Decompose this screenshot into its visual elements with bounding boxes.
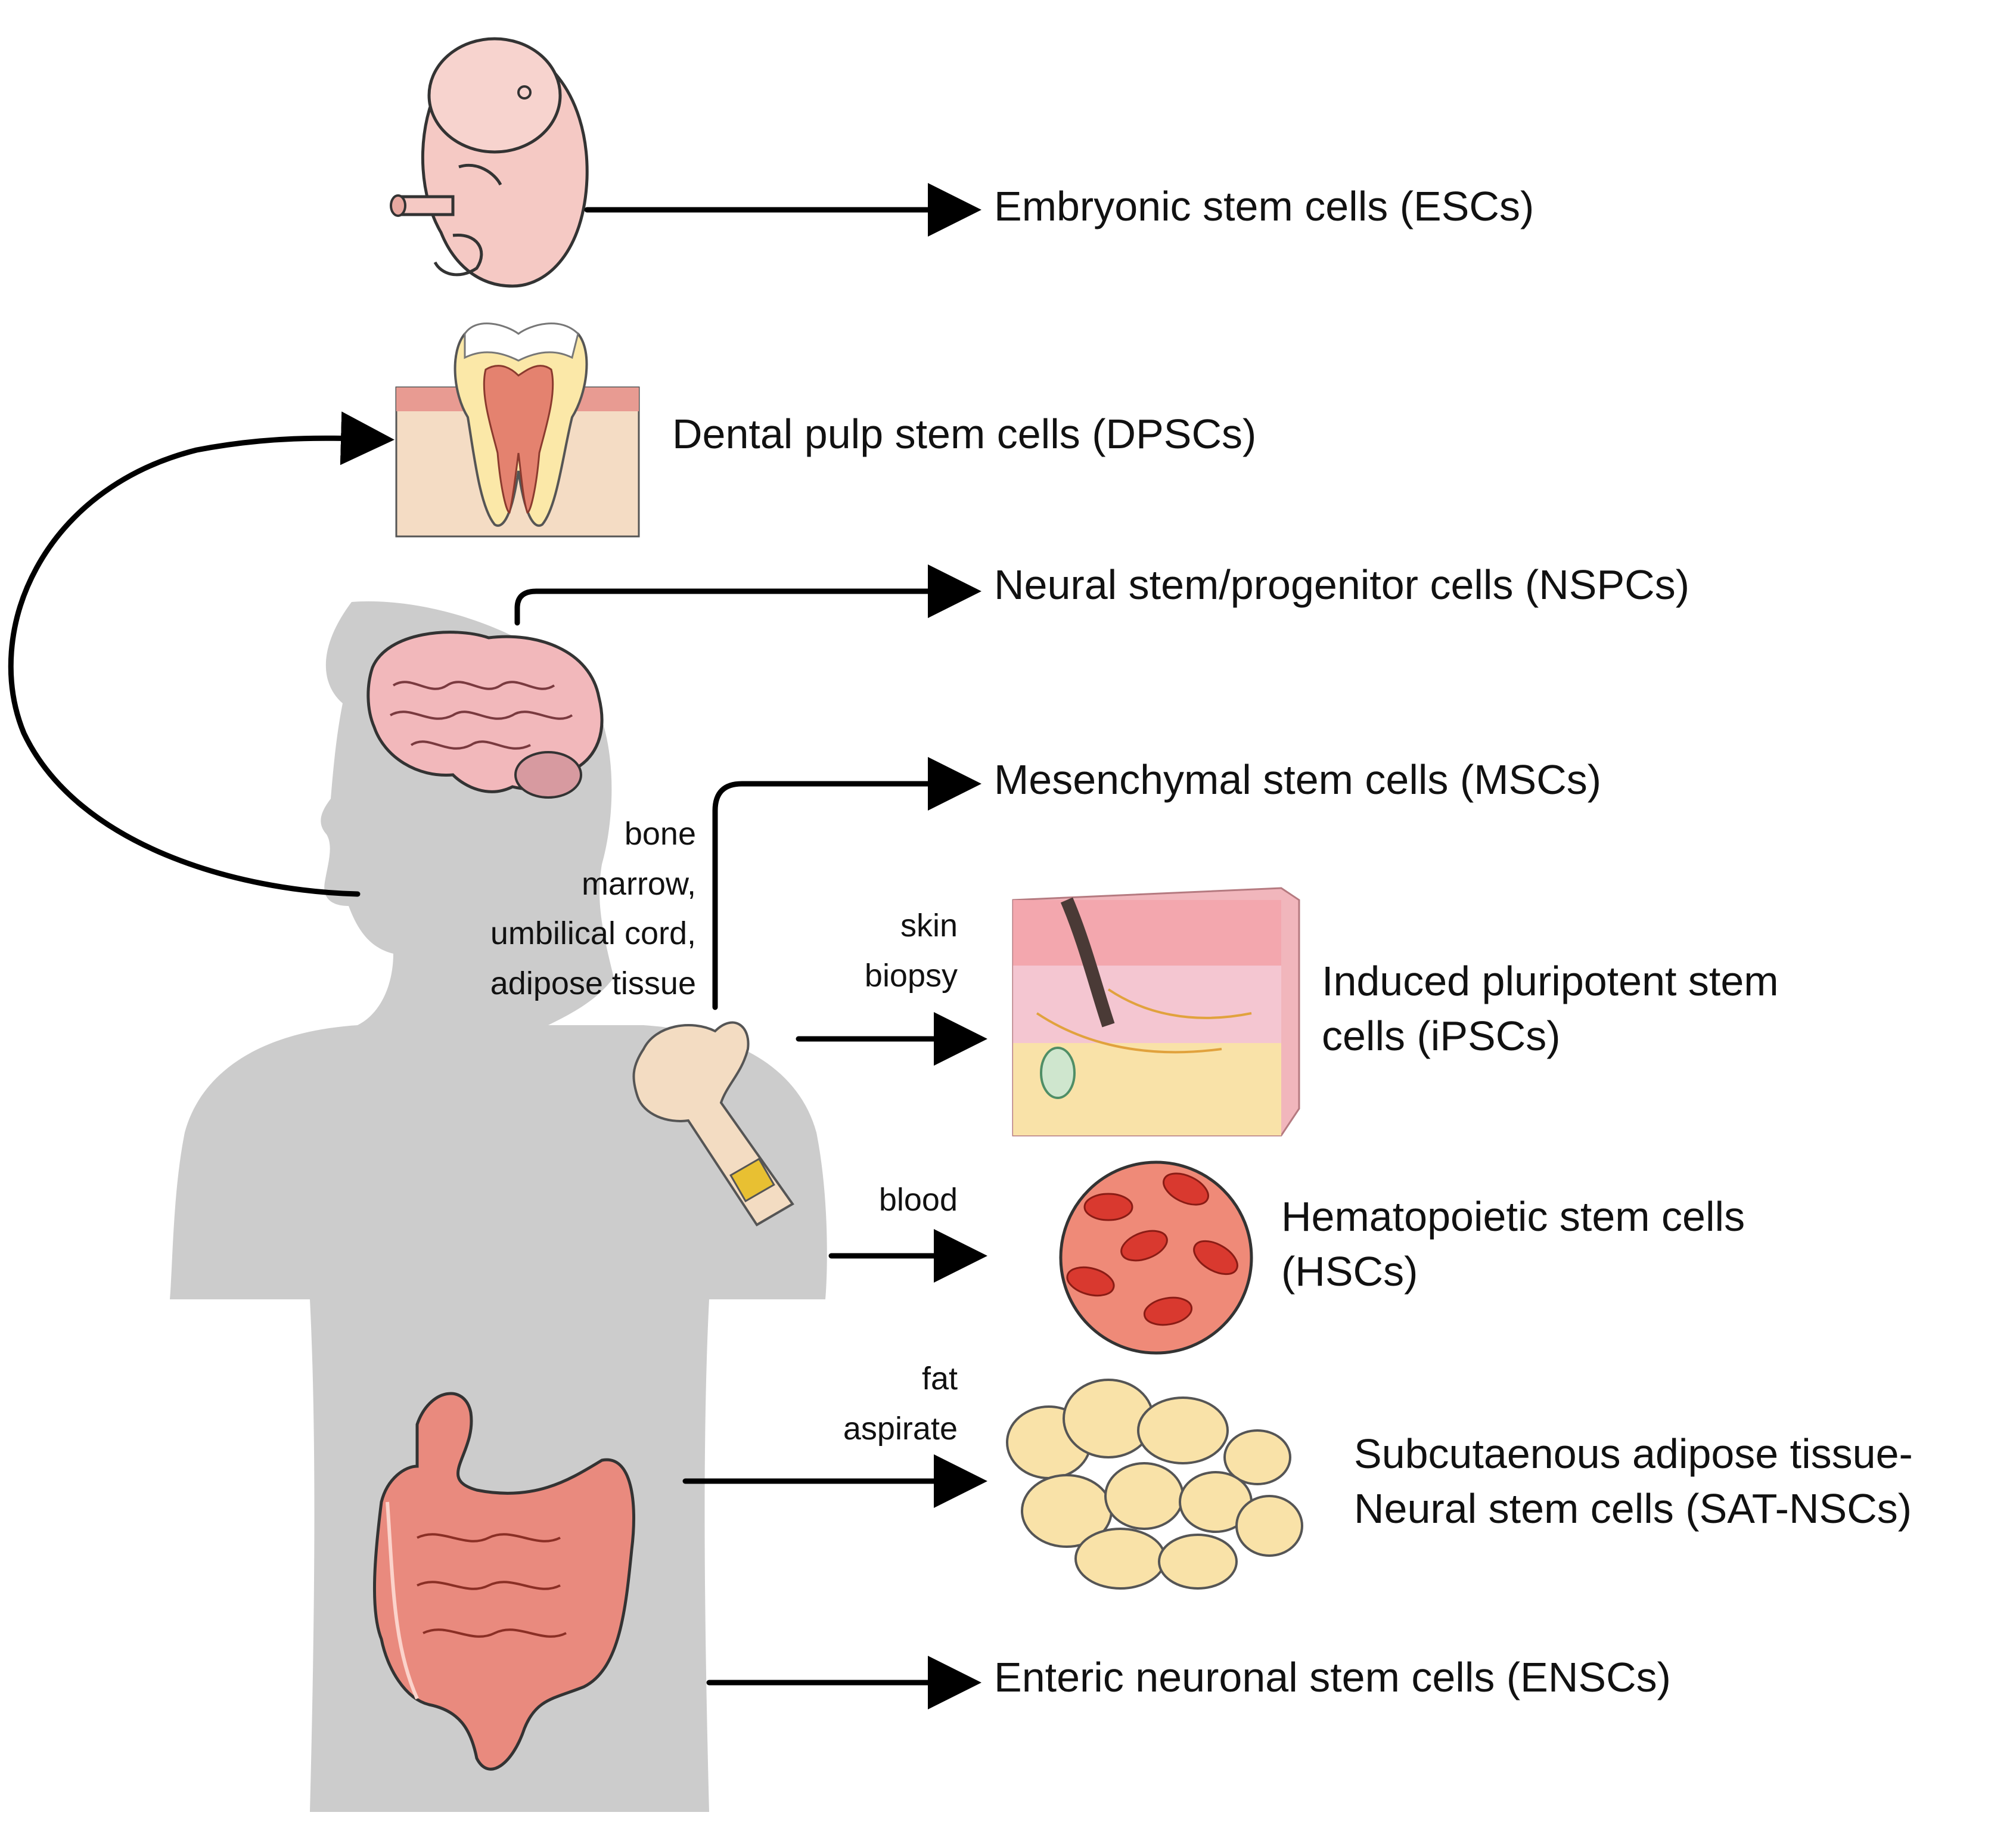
source-msc-line4: adipose tissue bbox=[490, 966, 696, 1002]
label-esc: Embryonic stem cells (ESCs) bbox=[994, 183, 1534, 229]
source-msc-line3: umbilical cord, bbox=[490, 916, 696, 952]
label-hsc-line2: (HSCs) bbox=[1281, 1248, 1418, 1295]
arrow-to-msc bbox=[712, 757, 981, 1010]
label-sat-line2: Neural stem cells (SAT-NSCs) bbox=[1354, 1485, 1912, 1532]
label-ensc: Enteric neuronal stem cells (ENSCs) bbox=[994, 1654, 1671, 1700]
source-fat: fat aspirate bbox=[843, 1354, 958, 1454]
source-fat-line1: fat bbox=[921, 1361, 958, 1396]
source-skin-line2: biopsy bbox=[864, 957, 958, 994]
source-msc: bone marrow, umbilical cord, adipose tis… bbox=[490, 809, 696, 1009]
label-ipsc-line1: Induced pluripotent stem bbox=[1322, 958, 1779, 1004]
source-msc-line2: marrow, bbox=[581, 865, 696, 902]
bone-marrow-icon bbox=[632, 1021, 794, 1227]
label-hsc-line1: Hematopoietic stem cells bbox=[1281, 1193, 1745, 1240]
brain-icon bbox=[366, 631, 604, 799]
source-fat-line2: aspirate bbox=[843, 1410, 958, 1447]
label-dpsc: Dental pulp stem cells (DPSCs) bbox=[672, 411, 1257, 457]
blood-cells-icon bbox=[1059, 1160, 1253, 1355]
source-skin-line1: skin bbox=[900, 908, 958, 944]
label-msc: Mesenchymal stem cells (MSCs) bbox=[994, 756, 1602, 803]
label-nspc: Neural stem/progenitor cells (NSPCs) bbox=[994, 561, 1690, 608]
arrows bbox=[8, 183, 987, 1709]
source-blood: blood bbox=[878, 1182, 958, 1218]
arrow-brain-to-nspc bbox=[514, 564, 981, 626]
source-msc-line1: bone bbox=[624, 816, 696, 852]
intestine-icon bbox=[372, 1392, 635, 1771]
source-skin: skin biopsy bbox=[865, 901, 958, 1001]
label-ipsc-line2: cells (iPSCs) bbox=[1322, 1013, 1561, 1060]
label-hsc: Hematopoietic stem cells (HSCs) bbox=[1281, 1189, 1745, 1299]
embryo-icon bbox=[390, 37, 589, 288]
label-ipsc: Induced pluripotent stem cells (iPSCs) bbox=[1322, 954, 1779, 1064]
label-sat-nsc: Subcutaenous adipose tissue- Neural stem… bbox=[1354, 1426, 1913, 1537]
label-sat-line1: Subcutaenous adipose tissue- bbox=[1354, 1430, 1913, 1477]
skin-block-icon bbox=[1012, 887, 1300, 1137]
tooth-icon bbox=[395, 322, 640, 538]
human-silhouette bbox=[170, 601, 827, 1812]
adipocytes-icon bbox=[1006, 1379, 1303, 1590]
arrow-to-dpsc bbox=[8, 411, 394, 897]
